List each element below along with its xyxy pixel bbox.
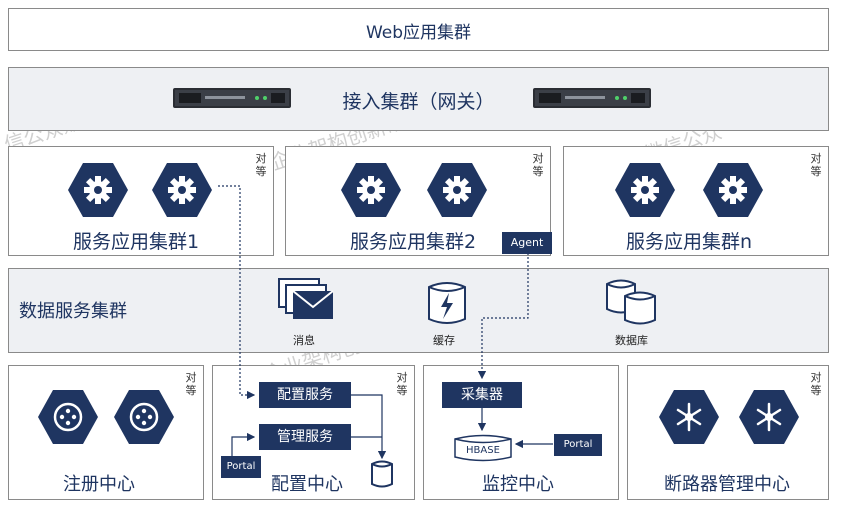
peer-label: 对等 bbox=[810, 371, 822, 397]
peer-label: 对等 bbox=[396, 371, 408, 397]
service-cluster-1-label: 服务应用集群1 bbox=[73, 231, 200, 253]
database-label: 数据库 bbox=[615, 334, 648, 347]
gear-icon bbox=[340, 161, 402, 219]
snowflake-icon bbox=[738, 388, 800, 446]
server-rack-icon bbox=[533, 85, 651, 111]
service-cluster-2-box: 对等 服务应用集群2 Agent bbox=[285, 146, 552, 256]
data-service-cluster-box: 数据服务集群 消息 缓存 数据库 bbox=[8, 268, 829, 353]
server-rack-icon bbox=[173, 85, 291, 111]
snowflake-icon bbox=[658, 388, 720, 446]
message-icon bbox=[277, 277, 335, 321]
config-service-box: 配置服务 bbox=[259, 382, 351, 408]
node-icon bbox=[113, 388, 175, 446]
message-label: 消息 bbox=[293, 334, 315, 347]
collector-box: 采集器 bbox=[442, 382, 522, 408]
gear-icon bbox=[67, 161, 129, 219]
peer-label: 对等 bbox=[532, 152, 544, 178]
cache-icon bbox=[427, 279, 467, 327]
node-icon bbox=[37, 388, 99, 446]
monitor-center-box: 采集器 HBASE Portal 监控中心 bbox=[423, 365, 619, 500]
gear-icon bbox=[702, 161, 764, 219]
service-cluster-n-label: 服务应用集群n bbox=[626, 231, 753, 253]
monitor-portal-box: Portal bbox=[554, 434, 602, 456]
gateway-cluster-box: 接入集群（网关） bbox=[8, 67, 829, 131]
breaker-center-box: 对等 断路器管理中心 bbox=[627, 365, 829, 500]
database-icon bbox=[371, 459, 393, 489]
data-service-cluster-label: 数据服务集群 bbox=[19, 301, 127, 322]
registry-center-box: 对等 注册中心 bbox=[8, 365, 204, 500]
agent-box: Agent bbox=[502, 232, 552, 254]
cache-label: 缓存 bbox=[433, 334, 455, 347]
breaker-center-label: 断路器管理中心 bbox=[664, 474, 790, 495]
peer-label: 对等 bbox=[185, 371, 197, 397]
gateway-cluster-label: 接入集群（网关） bbox=[342, 91, 495, 113]
web-cluster-label: Web应用集群 bbox=[365, 23, 472, 43]
monitor-center-label: 监控中心 bbox=[482, 474, 554, 495]
hbase-icon bbox=[454, 434, 512, 462]
gear-icon bbox=[426, 161, 488, 219]
peer-label: 对等 bbox=[810, 152, 822, 178]
config-portal-box: Portal bbox=[221, 456, 261, 478]
manage-service-box: 管理服务 bbox=[259, 424, 351, 450]
web-cluster-box: Web应用集群 bbox=[8, 8, 829, 51]
gear-icon bbox=[151, 161, 213, 219]
config-center-label: 配置中心 bbox=[271, 474, 343, 495]
gear-icon bbox=[614, 161, 676, 219]
peer-label: 对等 bbox=[255, 152, 267, 178]
registry-center-label: 注册中心 bbox=[63, 474, 135, 495]
hbase-label: HBASE bbox=[466, 445, 500, 456]
database-icon bbox=[605, 277, 657, 327]
service-cluster-2-label: 服务应用集群2 bbox=[350, 231, 477, 253]
config-center-box: 对等 配置服务 管理服务 Portal 配置中心 bbox=[212, 365, 415, 500]
service-cluster-1-box: 对等 服务应用集群1 bbox=[8, 146, 274, 256]
service-cluster-n-box: 对等 服务应用集群n bbox=[563, 146, 829, 256]
